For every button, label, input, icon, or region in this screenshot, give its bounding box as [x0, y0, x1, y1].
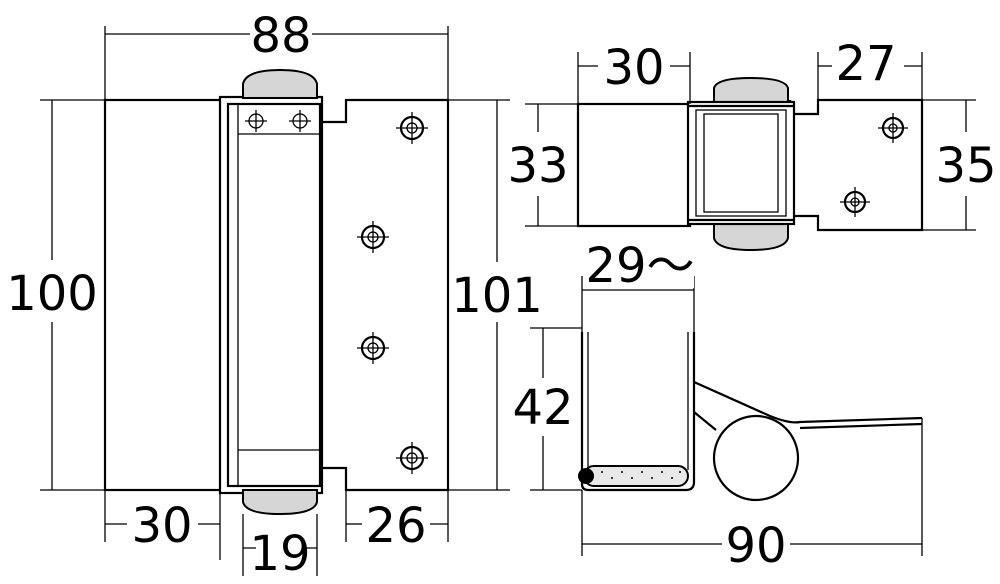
dim-27-label: 27	[835, 36, 896, 92]
dim-30-top: 30	[577, 40, 691, 104]
right-leaf	[318, 98, 450, 492]
dim-100-label: 100	[6, 266, 98, 322]
barrel-body	[218, 95, 324, 495]
top-left-leaf	[576, 102, 692, 228]
dim-19: 19	[242, 514, 318, 582]
end-view: 29～ 42 90	[512, 238, 923, 574]
dim-35: 35	[922, 99, 997, 231]
dim-100: 100	[6, 99, 105, 491]
left-leaf	[103, 98, 227, 492]
top-view-barrel	[686, 100, 796, 226]
dim-26: 26	[345, 490, 449, 554]
top-right-leaf	[788, 98, 924, 232]
dim-27: 27	[817, 36, 923, 100]
top-view: 30 27 33 35	[507, 36, 997, 252]
leaf-screw-1	[396, 112, 428, 144]
dim-19-label: 19	[249, 526, 310, 582]
top-view-lower-cap	[713, 223, 789, 252]
spring-bar	[583, 465, 689, 487]
dim-101-label: 101	[451, 268, 543, 324]
leaf-screw-2	[357, 221, 389, 253]
top-view-upper-cap	[713, 76, 789, 103]
barrel-inner	[226, 102, 322, 488]
dim-101: 101	[448, 99, 543, 491]
dim-42: 42	[512, 327, 582, 491]
knuckle-ring	[712, 414, 800, 502]
top-view-screw-1	[878, 113, 908, 143]
dim-90-label: 90	[725, 518, 786, 574]
dim-88: 88	[104, 8, 449, 100]
barrel-screw-2	[289, 110, 311, 132]
front-view: 88 100 101 30	[6, 8, 543, 582]
leaf-screw-4	[396, 442, 428, 474]
dim-30-front-label: 30	[131, 498, 192, 554]
dim-26-label: 26	[365, 498, 426, 554]
channel-outer	[580, 332, 696, 492]
arm-lower-edge	[799, 422, 923, 430]
leaf-screw-3	[357, 332, 389, 364]
dim-33-label: 33	[507, 138, 568, 194]
top-cap	[242, 68, 318, 99]
dim-29-label: 29～	[585, 238, 694, 294]
arm-lower	[693, 411, 717, 431]
top-view-screw-2	[840, 187, 870, 217]
dim-88-label: 88	[250, 8, 311, 64]
bottom-cap	[242, 489, 318, 516]
dim-35-label: 35	[935, 138, 996, 194]
dim-30-front: 30	[104, 490, 221, 560]
spring-dots	[601, 471, 681, 479]
spring-end	[578, 468, 594, 484]
dim-90: 90	[581, 424, 923, 574]
dim-29: 29～	[581, 238, 695, 332]
dim-30-top-label: 30	[603, 40, 664, 96]
dim-42-label: 42	[512, 380, 573, 436]
arm-upper	[693, 380, 923, 424]
dim-33: 33	[507, 103, 578, 227]
barrel-screw-1	[245, 110, 267, 132]
